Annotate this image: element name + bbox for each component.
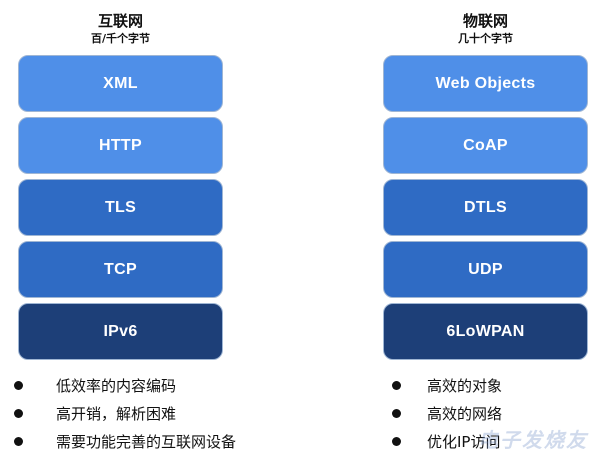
bullet-text: 高效的网络 (427, 404, 503, 423)
list-item: 高开销，解析困难 (14, 399, 236, 427)
layer-coap: CoAP (383, 117, 588, 174)
bullet-dot-icon (392, 380, 401, 390)
bullet-dot-icon (14, 436, 23, 446)
bullet-dot-icon (392, 408, 401, 418)
layer-tls: TLS (18, 179, 223, 236)
layer-web-objects: Web Objects (383, 55, 588, 112)
bullet-dot-icon (14, 380, 23, 390)
bullet-dot-icon (14, 408, 23, 418)
list-item: 高效的网络 (392, 399, 502, 427)
iot-bullet-list: 高效的对象 高效的网络 优化IP访问 (392, 371, 502, 455)
bullet-text: 优化IP访问 (427, 432, 501, 451)
internet-title: 互联网 (97, 12, 143, 30)
iot-subtitle: 几十个字节 (458, 32, 513, 45)
layer-ipv6: IPv6 (18, 303, 223, 360)
layer-udp: UDP (383, 241, 588, 298)
bullet-dot-icon (392, 436, 401, 446)
bullet-text: 高开销，解析困难 (56, 404, 177, 423)
internet-column: 互联网 百/千个字节 XML HTTP TLS TCP IPv6 (18, 0, 223, 360)
iot-title: 物联网 (462, 12, 508, 30)
iot-column: 物联网 几十个字节 Web Objects CoAP DTLS UDP 6LoW… (383, 0, 588, 360)
bullet-text: 需要功能完善的互联网设备 (56, 432, 237, 451)
layer-http: HTTP (18, 117, 223, 174)
layer-6lowpan: 6LoWPAN (383, 303, 588, 360)
list-item: 低效率的内容编码 (14, 371, 236, 399)
layer-tcp: TCP (18, 241, 223, 298)
list-item: 需要功能完善的互联网设备 (14, 427, 236, 455)
list-item: 高效的对象 (392, 371, 502, 399)
bullet-text: 低效率的内容编码 (56, 376, 177, 395)
layer-xml: XML (18, 55, 223, 112)
layer-dtls: DTLS (383, 179, 588, 236)
internet-bullet-list: 低效率的内容编码 高开销，解析困难 需要功能完善的互联网设备 (14, 371, 236, 455)
watermark-logo: 电子发烧友 (478, 428, 588, 452)
list-item: 优化IP访问 (392, 427, 502, 455)
bullet-text: 高效的对象 (427, 376, 503, 395)
internet-subtitle: 百/千个字节 (90, 32, 151, 45)
